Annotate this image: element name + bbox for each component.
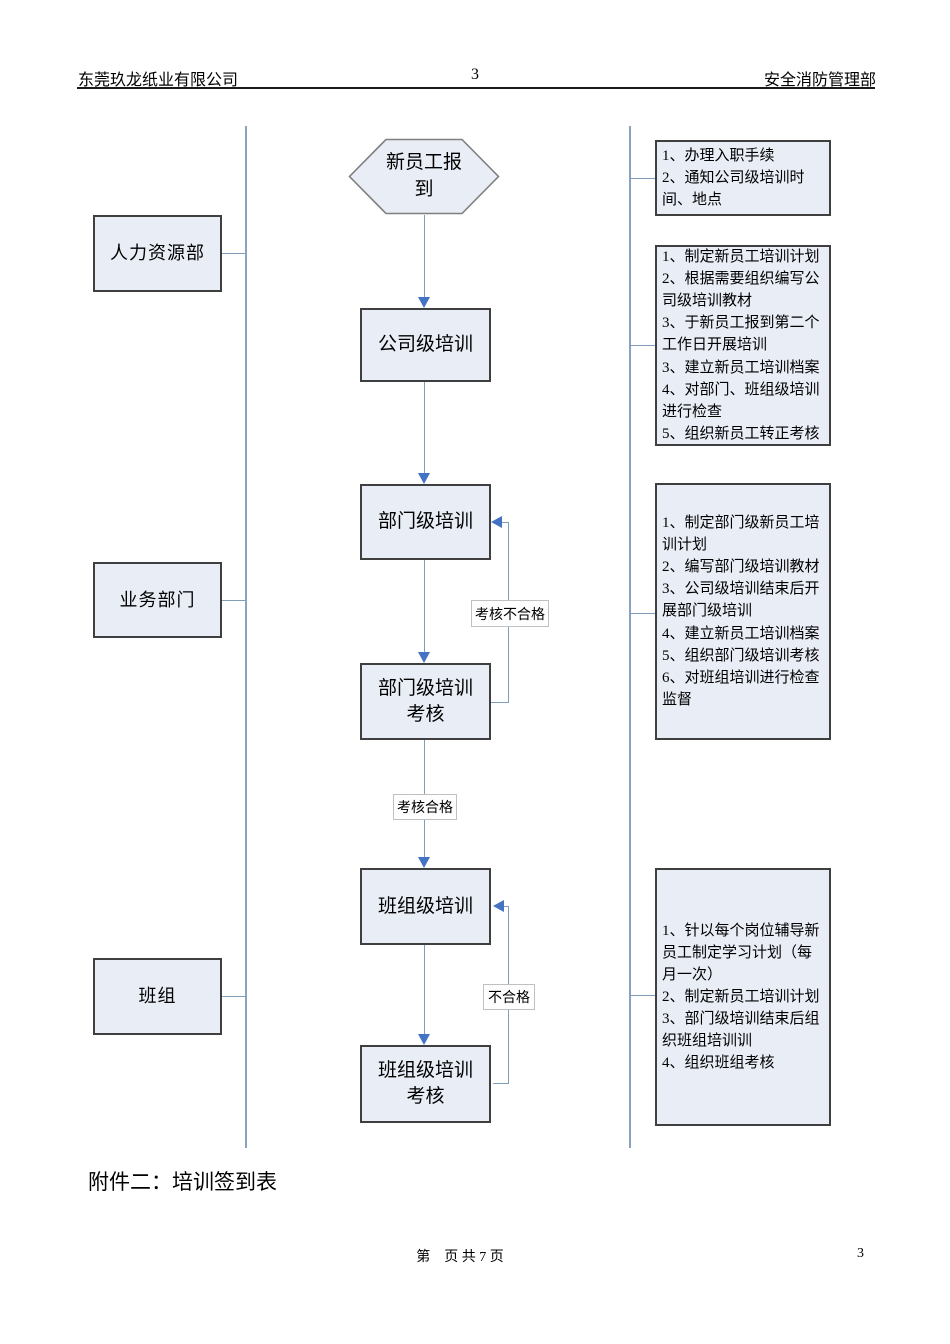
flow-label: 公司级培训 [377,334,473,356]
start-node-label: 新员工报到 [385,151,462,200]
note-line: 1、办理入职手续 [662,147,775,164]
flow-box-dept-training: 部门级培训 [360,484,491,560]
flow-line-2 [424,382,425,475]
lane-box-hr: 人力资源部 [93,215,222,292]
edge-label-dept-fail: 考核不合格 [471,600,549,627]
note-line: 4、对部门、班组级培训进行检查 [662,381,820,420]
arrow-down-icon [418,652,430,663]
flow-box-team-training: 班组级培训 [360,868,491,945]
note-connector-1 [630,178,655,179]
lane-connector-team [222,996,245,997]
note-line: 5、组织新员工转正考核 [662,425,820,442]
header-company-name: 东莞玖龙纸业有限公司 [78,72,239,89]
flow-label: 部门级培训 [377,511,473,533]
flow-line-3 [424,560,425,654]
note-line: 1、制定部门级新员工培训计划 [662,515,820,554]
flow-line-1 [424,215,425,299]
hexagon-shape-icon [348,138,500,215]
note-line: 4、建立新员工培训档案 [662,625,820,642]
lane-label-hr: 人力资源部 [110,243,205,264]
note-line: 4、组织班组考核 [662,1055,775,1072]
note-connector-2 [630,345,655,346]
arrow-left-icon [493,900,504,912]
flow-line-5 [424,945,425,1036]
lane-divider-left [245,126,247,1148]
edge-label-dept-pass: 考核合格 [393,794,457,820]
note-connector-3 [630,613,655,614]
note-line: 5、组织部门级培训考核 [662,647,820,664]
flow-box-team-assessment: 班组级培训考核 [360,1045,491,1123]
header-department: 安全消防管理部 [763,72,876,89]
note-box-onboarding: 1、办理入职手续 2、通知公司级培训时间、地点 [655,140,831,216]
flow-box-dept-assessment: 部门级培训考核 [360,663,491,740]
note-line: 2、通知公司级培训时间、地点 [662,169,805,209]
team-loop-bottom-line [493,1083,509,1084]
note-box-dept-training: 1、制定部门级新员工培训计划 2、编写部门级培训教材 3、公司级培训结束后开展部… [655,483,831,740]
flow-label: 部门级培训考核 [377,677,473,725]
flow-label: 班组级培训 [377,895,473,917]
note-line: 3、于新员工报到第二个工作日开展培训 [662,315,820,354]
arrow-left-icon [491,516,502,528]
flow-label: 班组级培训考核 [377,1060,473,1107]
arrow-down-icon [418,1034,430,1045]
note-box-team-training: 1、针以每个岗位辅导新员工制定学习计划（每月一次） 2、制定新员工培训计划 3、… [655,868,831,1126]
note-line: 2、根据需要组织编写公司级培训教材 [662,271,820,310]
note-line: 1、针以每个岗位辅导新员工制定学习计划（每月一次） [662,922,820,983]
footer-page-count: 第 页 共 7 页 [416,1250,504,1265]
team-loop-top-line [503,906,509,907]
edge-label-team-fail: 不合格 [483,984,535,1010]
note-line: 1、制定新员工培训计划 [662,249,820,266]
dept-loop-bottom-line [491,702,509,703]
arrow-down-icon [418,297,430,308]
note-box-company-training: 1、制定新员工培训计划 2、根据需要组织编写公司级培训教材 3、于新员工报到第二… [655,245,831,446]
note-line: 3、公司级培训结束后开展部门级培训 [662,581,820,620]
note-line: 6、对班组培训进行检查监督 [662,669,820,708]
lane-connector-hr [222,253,245,254]
lane-label-team: 班组 [138,986,177,1007]
attachment-note: 附件二：培训签到表 [88,1170,277,1194]
arrow-down-icon [418,857,430,868]
flow-box-company-training: 公司级培训 [360,308,491,382]
arrow-down-icon [418,473,430,484]
note-line: 2、制定新员工培训计划 [662,988,820,1005]
note-line: 2、编写部门级培训教材 [662,559,820,576]
note-line: 3、部门级培训结束后组织班组培训训 [662,1011,820,1050]
dept-loop-top-line [501,522,509,523]
lane-connector-business [222,600,245,601]
header-rule [77,87,875,89]
start-node-hexagon: 新员工报到 [348,138,500,215]
header-page-number: 3 [471,66,479,83]
lane-box-business: 业务部门 [93,562,222,638]
lane-divider-right [629,126,631,1148]
lane-box-team: 班组 [93,958,222,1035]
lane-label-business: 业务部门 [119,589,196,610]
note-connector-4 [630,995,655,996]
note-line: 3、建立新员工培训档案 [662,359,820,376]
footer-page-number: 3 [857,1246,864,1261]
